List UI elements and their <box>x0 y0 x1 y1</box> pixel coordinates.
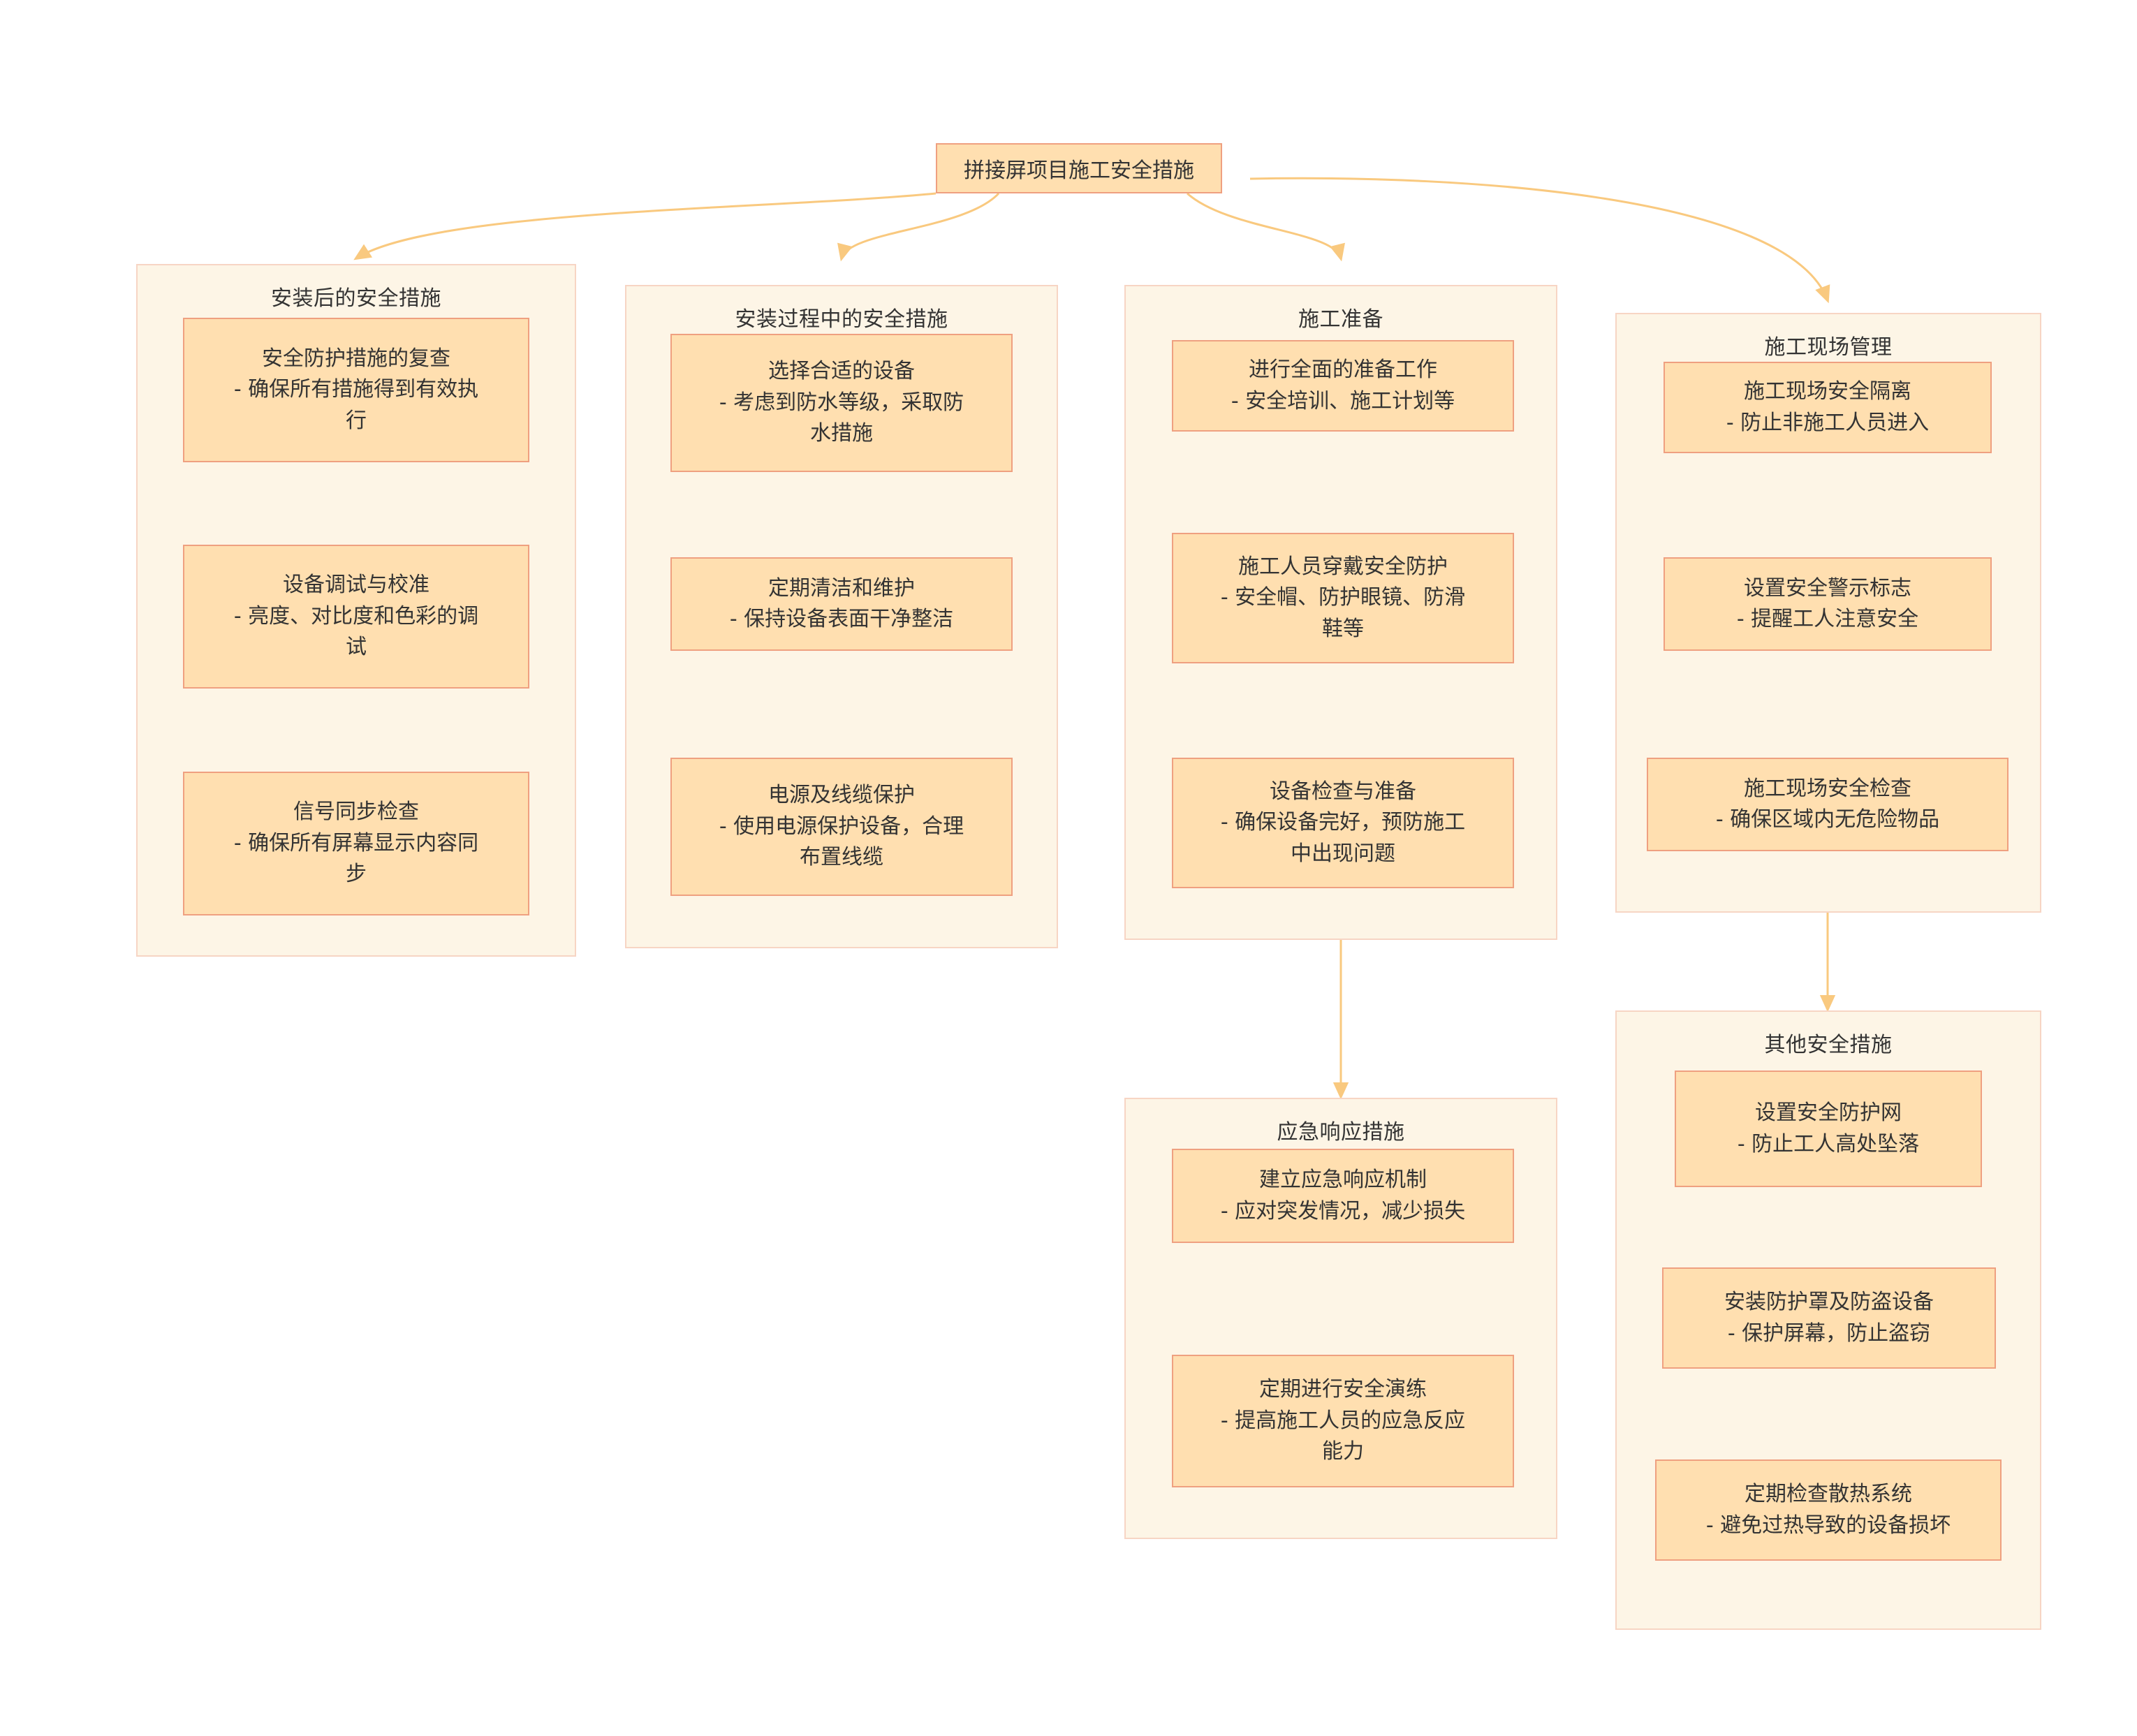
node-di1[interactable]: 选择合适的设备 - 考虑到防水等级，采取防 水措施 <box>670 334 1013 472</box>
node-di2-label: 定期清洁和维护 - 保持设备表面干净整洁 <box>729 575 954 631</box>
cluster-post-install-title: 安装后的安全措施 <box>271 286 441 311</box>
node-pr1[interactable]: 进行全面的准备工作 - 安全培训、施工计划等 <box>1172 340 1514 432</box>
node-em2-label: 定期进行安全演练 - 提高施工人员的应急反应 能力 <box>1220 1377 1466 1464</box>
node-pr3[interactable]: 设备检查与准备 - 确保设备完好，预防施工 中出现问题 <box>1172 758 1514 888</box>
node-sm1-label: 施工现场安全隔离 - 防止非施工人员进入 <box>1726 379 1930 435</box>
node-di3-label: 电源及线缆保护 - 使用电源保护设备，合理 布置线缆 <box>719 783 964 870</box>
node-sm3[interactable]: 施工现场安全检查 - 确保区域内无危险物品 <box>1647 758 2009 851</box>
cluster-emergency-title: 应急响应措施 <box>1277 1120 1405 1145</box>
node-pi1[interactable]: 安全防护措施的复查 - 确保所有措施得到有效执 行 <box>183 318 529 462</box>
node-em2[interactable]: 定期进行安全演练 - 提高施工人员的应急反应 能力 <box>1172 1355 1514 1487</box>
node-pi1-label: 安全防护措施的复查 - 确保所有措施得到有效执 行 <box>233 346 479 433</box>
node-pi2-label: 设备调试与校准 - 亮度、对比度和色彩的调 试 <box>233 573 479 660</box>
node-pr2-label: 施工人员穿戴安全防护 - 安全帽、防护眼镜、防滑 鞋等 <box>1220 554 1466 641</box>
node-pi2[interactable]: 设备调试与校准 - 亮度、对比度和色彩的调 试 <box>183 545 529 689</box>
node-em1-label: 建立应急响应机制 - 应对突发情况，减少损失 <box>1220 1168 1466 1223</box>
edge-root-to-prep <box>1187 192 1345 262</box>
node-sm2[interactable]: 设置安全警示标志 - 提醒工人注意安全 <box>1664 557 1992 651</box>
node-ot1[interactable]: 设置安全防护网 - 防止工人高处坠落 <box>1675 1071 1982 1187</box>
edge-root-to-site-mgmt <box>1249 177 1830 304</box>
edge-root-to-during-install <box>837 192 1000 262</box>
cluster-site-mgmt-title: 施工现场管理 <box>1764 335 1893 360</box>
node-pr1-label: 进行全面的准备工作 - 安全培训、施工计划等 <box>1231 358 1455 413</box>
cluster-prep-title: 施工准备 <box>1298 307 1383 332</box>
root-node-label: 拼接屏项目施工安全措施 <box>964 159 1194 183</box>
edge-root-to-post-install <box>353 192 937 260</box>
node-em1[interactable]: 建立应急响应机制 - 应对突发情况，减少损失 <box>1172 1149 1514 1243</box>
node-pr3-label: 设备检查与准备 - 确保设备完好，预防施工 中出现问题 <box>1220 779 1466 866</box>
node-sm3-label: 施工现场安全检查 - 确保区域内无危险物品 <box>1715 776 1940 832</box>
node-di1-label: 选择合适的设备 - 考虑到防水等级，采取防 水措施 <box>719 359 964 446</box>
node-sm2-label: 设置安全警示标志 - 提醒工人注意安全 <box>1736 575 1919 631</box>
root-node[interactable]: 拼接屏项目施工安全措施 <box>936 143 1222 193</box>
node-ot3-label: 定期检查散热系统 - 避免过热导致的设备损坏 <box>1705 1482 1951 1538</box>
node-pi3[interactable]: 信号同步检查 - 确保所有屏幕显示内容同 步 <box>183 772 529 915</box>
cluster-other-title: 其他安全措施 <box>1764 1033 1893 1057</box>
node-ot2-label: 安装防护罩及防盗设备 - 保护屏幕，防止盗窃 <box>1724 1290 1934 1346</box>
node-ot1-label: 设置安全防护网 - 防止工人高处坠落 <box>1737 1101 1920 1156</box>
node-ot2[interactable]: 安装防护罩及防盗设备 - 保护屏幕，防止盗窃 <box>1662 1267 1996 1369</box>
node-sm1[interactable]: 施工现场安全隔离 - 防止非施工人员进入 <box>1664 362 1992 453</box>
node-pi3-label: 信号同步检查 - 确保所有屏幕显示内容同 步 <box>233 800 479 887</box>
cluster-during-install-title: 安装过程中的安全措施 <box>735 307 948 332</box>
node-pr2[interactable]: 施工人员穿戴安全防护 - 安全帽、防护眼镜、防滑 鞋等 <box>1172 533 1514 663</box>
node-ot3[interactable]: 定期检查散热系统 - 避免过热导致的设备损坏 <box>1655 1459 2002 1561</box>
node-di3[interactable]: 电源及线缆保护 - 使用电源保护设备，合理 布置线缆 <box>670 758 1013 896</box>
node-di2[interactable]: 定期清洁和维护 - 保持设备表面干净整洁 <box>670 557 1013 651</box>
